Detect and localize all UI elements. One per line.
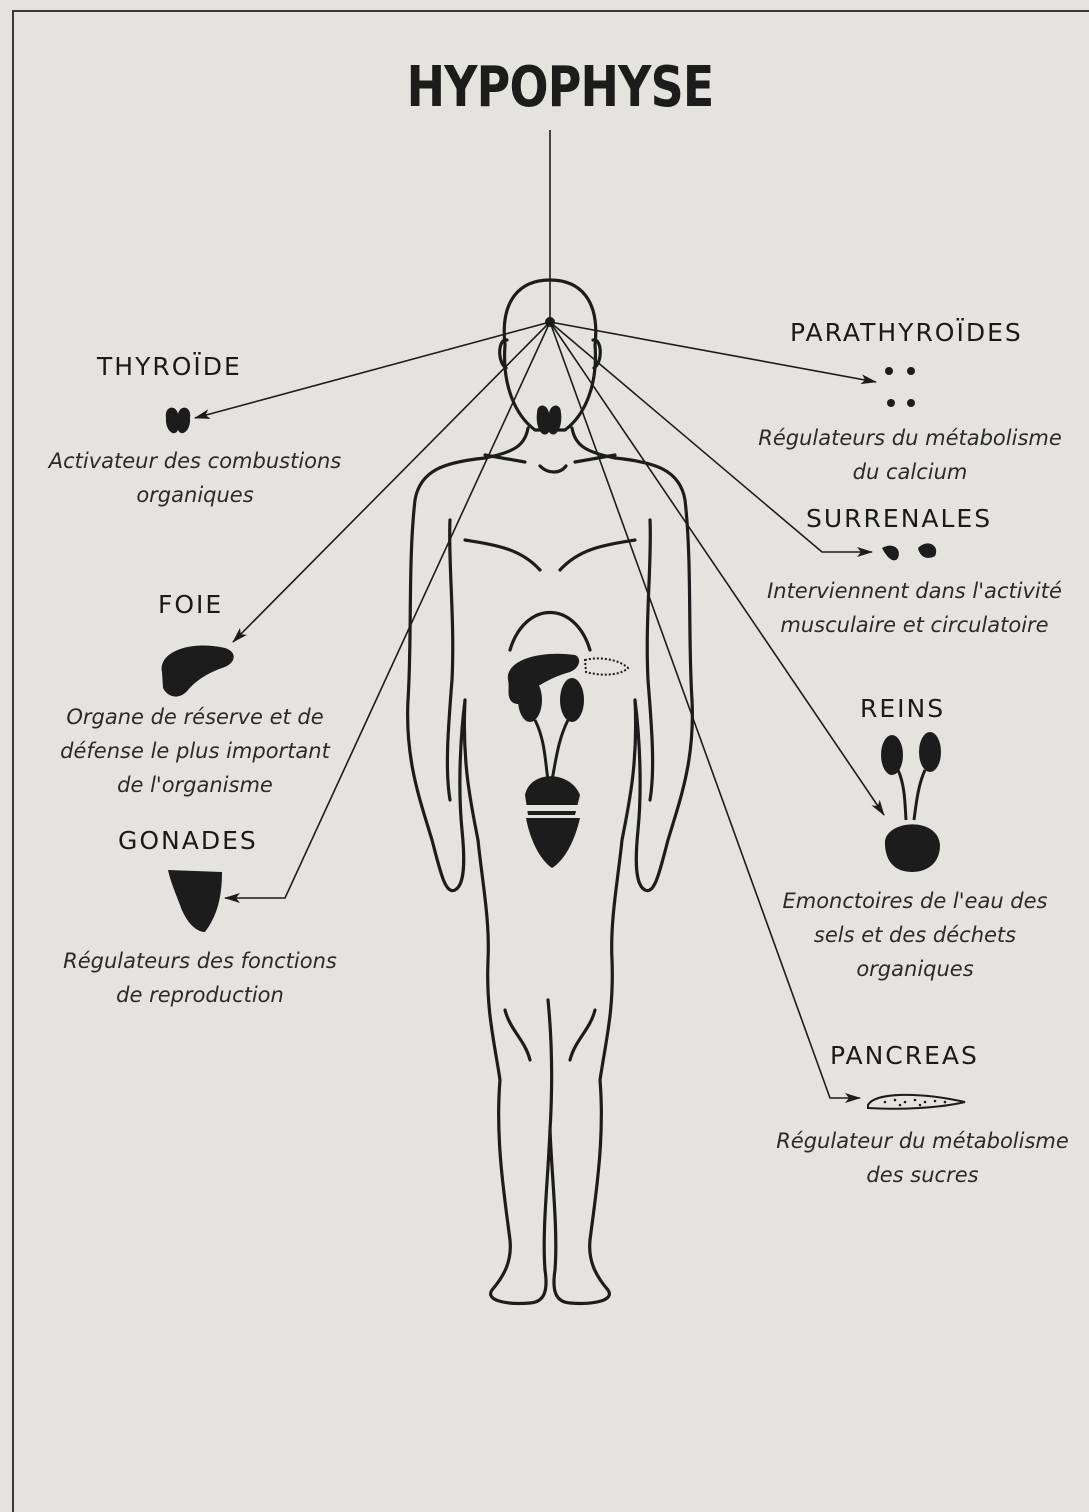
desc-thyroide: Activateur des combustions organiques: [30, 444, 360, 512]
body-organs: [508, 406, 628, 869]
desc-gonades: Régulateurs des fonctions de reproductio…: [40, 944, 360, 1012]
label-parathyroides: PARATHYROÏDES: [790, 318, 1023, 347]
right-inner-arm: [647, 520, 652, 800]
body-pelvis-band: [526, 805, 582, 811]
ribcage-line: [510, 613, 590, 651]
thyroide-icon: [166, 408, 190, 434]
arrow-reins: [550, 322, 884, 815]
label-thyroide: THYROÏDE: [97, 352, 242, 381]
collarbone-right: [575, 455, 615, 462]
pancreas-icon: [868, 1095, 965, 1109]
desc-parathyroides-line: du calcium: [745, 455, 1075, 489]
body-gonads-pelvis: [526, 818, 580, 868]
label-pancreas: PANCREAS: [830, 1041, 979, 1070]
desc-foie-line: défense le plus important: [30, 734, 360, 768]
diagram-stage: HYPOPHYSE THYROÏDE Activateur des combus…: [0, 0, 1089, 1468]
desc-thyroide-line: organiques: [30, 478, 360, 512]
desc-gonades-line: de reproduction: [40, 978, 360, 1012]
neck-left: [485, 428, 528, 458]
desc-parathyroides-line: Régulateurs du métabolisme: [745, 421, 1075, 455]
chest-line-right: [560, 540, 635, 570]
body-pancreas-shape: [585, 658, 628, 674]
body-thyroid-shape: [537, 406, 562, 435]
pituitary-point: [545, 317, 555, 327]
label-gonades: GONADES: [118, 826, 258, 855]
body-right-outline: [550, 458, 692, 1303]
desc-foie-line: Organe de réserve et de: [30, 700, 360, 734]
label-foie: FOIE: [158, 590, 223, 619]
desc-foie: Organe de réserve et de défense le plus …: [30, 700, 360, 802]
chin-line: [540, 466, 566, 472]
desc-pancreas: Régulateur du métabolisme des sucres: [760, 1124, 1085, 1192]
foie-icon: [162, 645, 234, 696]
desc-reins-line: Emonctoires de l'eau des: [760, 884, 1070, 918]
label-surrenales: SURRENALES: [806, 504, 992, 533]
gonades-icon: [168, 870, 222, 932]
desc-thyroide-line: Activateur des combustions: [30, 444, 360, 478]
main-title: HYPOPHYSE: [101, 55, 1019, 120]
arrow-gonades: [225, 322, 550, 898]
right-leg-knee: [570, 1010, 595, 1060]
desc-parathyroides: Régulateurs du métabolisme du calcium: [745, 421, 1075, 489]
desc-reins-line: sels et des déchets: [760, 918, 1070, 952]
reins-icon: [881, 732, 941, 872]
arrow-thyroide: [195, 322, 550, 418]
chest-line-left: [465, 540, 540, 570]
surrenales-icon: [882, 543, 936, 560]
body-ureters: [535, 720, 568, 780]
desc-reins-line: organiques: [760, 952, 1070, 986]
body-right-kidney: [560, 678, 584, 722]
desc-pancreas-line: Régulateur du métabolisme: [760, 1124, 1085, 1158]
desc-pancreas-line: des sucres: [760, 1158, 1085, 1192]
desc-foie-line: de l'organisme: [30, 768, 360, 802]
desc-surrenales-line: musculaire et circulatoire: [752, 608, 1077, 642]
desc-surrenales-line: Interviennent dans l'activité: [752, 574, 1077, 608]
desc-reins: Emonctoires de l'eau des sels et des déc…: [760, 884, 1070, 986]
parathyroides-icon: [885, 367, 915, 407]
collarbone-left: [485, 455, 525, 462]
left-leg-knee: [505, 1010, 530, 1060]
body-left-kidney: [518, 678, 542, 722]
label-reins: REINS: [860, 694, 945, 723]
desc-surrenales: Interviennent dans l'activité musculaire…: [752, 574, 1077, 642]
left-inner-arm: [447, 520, 452, 800]
desc-gonades-line: Régulateurs des fonctions: [40, 944, 360, 978]
